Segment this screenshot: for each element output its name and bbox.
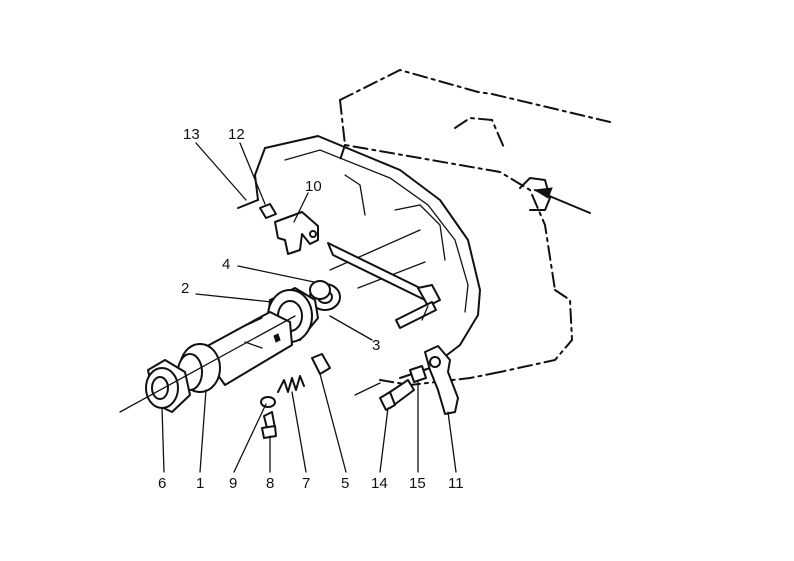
callout-3: 3 <box>372 337 380 354</box>
callout-labels: 13 12 10 4 2 3 6 1 9 8 7 5 14 15 11 <box>158 126 464 492</box>
callout-9: 9 <box>229 475 237 492</box>
callout-13: 13 <box>183 126 200 143</box>
part-11-lever <box>424 345 459 415</box>
part-5-grease-nipple <box>311 353 331 375</box>
callout-6: 6 <box>158 475 166 492</box>
part-6-ring <box>145 359 191 413</box>
part-10-fork <box>274 211 319 255</box>
part-14-bolt <box>379 379 415 411</box>
gearbox-housing <box>339 68 611 387</box>
callout-11: 11 <box>448 475 464 492</box>
callout-1: 1 <box>196 475 204 492</box>
leader-lines <box>161 142 457 473</box>
callout-14: 14 <box>371 475 388 492</box>
callout-4: 4 <box>222 256 230 273</box>
callout-7: 7 <box>302 475 310 492</box>
callout-10: 10 <box>305 178 322 195</box>
callout-2: 2 <box>181 280 189 297</box>
callout-5: 5 <box>341 475 349 492</box>
shift-rod <box>327 242 441 329</box>
part-12-nut <box>259 203 277 219</box>
part-4-ring <box>309 280 331 300</box>
callout-12: 12 <box>228 126 245 143</box>
callout-8: 8 <box>266 475 274 492</box>
part-15-nut <box>409 365 427 383</box>
part-13-pin <box>237 199 259 209</box>
shaft-centerline <box>119 315 296 413</box>
direction-arrow <box>519 177 591 214</box>
part-9-washer <box>260 396 276 408</box>
callout-15: 15 <box>409 475 426 492</box>
part-8-screw <box>261 411 277 439</box>
part-7-spring <box>277 375 305 393</box>
